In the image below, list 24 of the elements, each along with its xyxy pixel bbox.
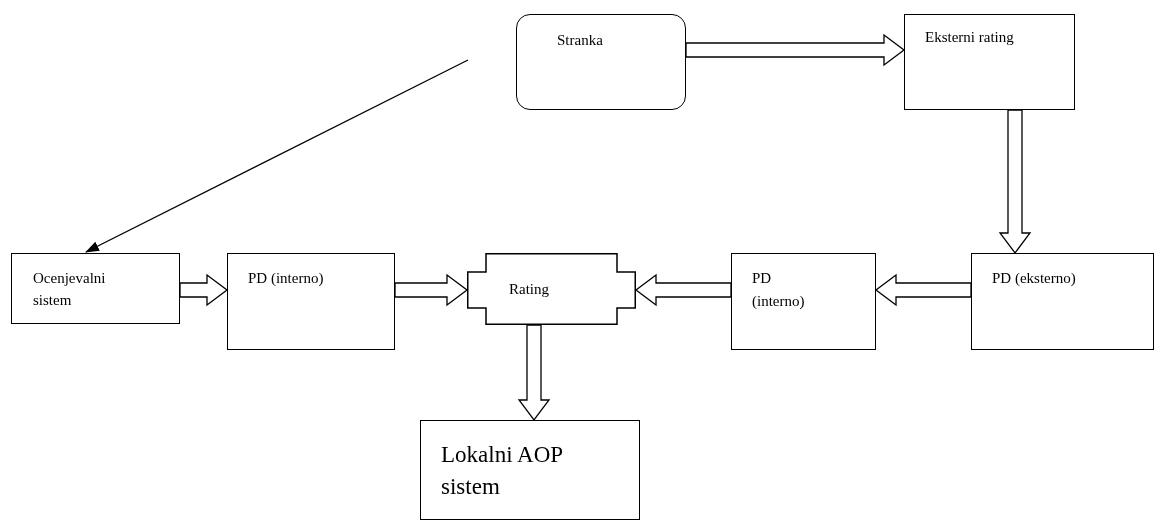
process-box: [11, 253, 180, 324]
arrow: [85, 59, 469, 253]
node-label: PD (interno): [752, 269, 806, 311]
node-label: Stranka: [557, 31, 603, 50]
node-label: Eksterni rating: [925, 28, 1014, 47]
block-arrow: [517, 324, 551, 422]
process-box: [227, 253, 395, 350]
block-arrow: [998, 109, 1032, 255]
block-arrow: [685, 33, 906, 67]
block-arrow: [874, 273, 972, 307]
block-arrow: [394, 273, 469, 307]
node-label: PD (interno): [248, 269, 324, 288]
process-box: [971, 253, 1154, 350]
process-box: [420, 420, 640, 520]
node-label: Lokalni AOP sistem: [441, 441, 564, 501]
tabbed-box: [467, 253, 636, 325]
process-box: [904, 14, 1075, 110]
block-arrow: [179, 273, 229, 307]
node-label: Ocenjevalni sistem: [33, 269, 107, 310]
node-label: Rating: [509, 280, 549, 299]
process-box: [731, 253, 876, 350]
block-arrow: [634, 273, 732, 307]
node-label: PD (eksterno): [992, 269, 1076, 288]
rounded-box: [516, 14, 686, 110]
